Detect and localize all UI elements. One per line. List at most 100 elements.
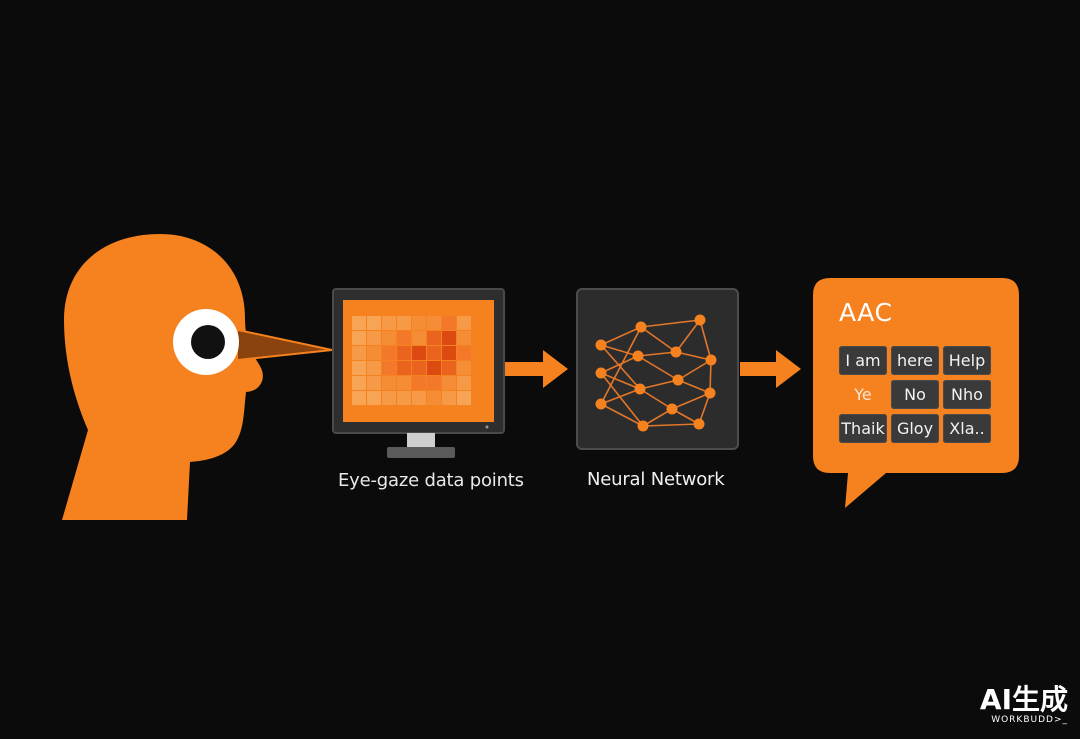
heatmap-cell — [367, 316, 381, 330]
aac-key: No — [891, 380, 939, 409]
heatmap-cell — [412, 316, 426, 330]
network-node — [705, 354, 717, 366]
network-edge — [600, 355, 639, 374]
heatmap-cell — [352, 361, 366, 375]
network-edge — [600, 326, 642, 346]
heatmap-cell — [367, 361, 381, 375]
heatmap-cell — [457, 376, 471, 390]
head-silhouette — [62, 234, 263, 520]
heatmap-cell — [397, 316, 411, 330]
network-edge — [639, 388, 673, 410]
network-edge — [677, 379, 711, 394]
heatmap-cell — [352, 346, 366, 360]
aac-key: Xla.. — [943, 414, 991, 443]
neural-network-label: Neural Network — [587, 469, 725, 490]
network-node — [637, 420, 649, 432]
aac-title: AAC — [839, 298, 893, 327]
heatmap-cell — [352, 331, 366, 345]
aac-key: Thaik — [839, 414, 887, 443]
network-edge — [675, 319, 701, 353]
network-edge — [675, 351, 712, 361]
network-edge — [699, 319, 712, 361]
network-edge — [600, 403, 644, 427]
network-edge — [677, 359, 712, 381]
heatmap-cell — [457, 346, 471, 360]
heatmap-cell — [457, 391, 471, 405]
heatmap-cell — [412, 331, 426, 345]
aac-key: Ye — [854, 385, 872, 404]
network-edge — [642, 423, 700, 427]
aac-key: I am — [839, 346, 887, 375]
network-node — [635, 321, 647, 333]
heatmap-cell — [397, 346, 411, 360]
network-edge — [600, 372, 644, 427]
heatmap-cell — [382, 346, 396, 360]
heatmap-cell — [382, 391, 396, 405]
heatmap-cell — [427, 391, 441, 405]
network-edge — [639, 379, 679, 390]
heatmap-cell — [367, 346, 381, 360]
watermark-sub: WORKBUDD>_ — [991, 715, 1068, 725]
aac-key: Nho — [943, 380, 991, 409]
heatmap-cell — [397, 361, 411, 375]
heatmap-cell — [397, 331, 411, 345]
watermark-main: AI生成 — [979, 683, 1068, 716]
monitor-icon — [332, 288, 505, 458]
network-node — [595, 398, 607, 410]
heatmap-cell — [427, 316, 441, 330]
network-node — [595, 367, 607, 379]
heatmap-cell — [397, 376, 411, 390]
heatmap-cell — [352, 376, 366, 390]
heatmap-cell — [442, 391, 456, 405]
neural-network-panel — [576, 288, 739, 450]
network-edge — [640, 326, 677, 353]
heatmap-cell — [442, 376, 456, 390]
network-node — [632, 350, 644, 362]
network-edge — [637, 351, 677, 357]
network-edge — [642, 408, 673, 427]
network-node — [693, 418, 705, 430]
gaze-heatmap — [352, 316, 471, 405]
aac-key: Help — [943, 346, 991, 375]
heatmap-cell — [442, 316, 456, 330]
network-node — [595, 339, 607, 351]
heatmap-cell — [367, 331, 381, 345]
network-node — [704, 387, 716, 399]
heatmap-cell — [382, 361, 396, 375]
heatmap-cell — [442, 346, 456, 360]
heatmap-cell — [382, 316, 396, 330]
heatmap-cell — [397, 391, 411, 405]
arrow-right-icon — [740, 350, 801, 388]
heatmap-cell — [457, 331, 471, 345]
heatmap-cell — [427, 361, 441, 375]
heatmap-cell — [382, 376, 396, 390]
eye-gaze-label: Eye-gaze data points — [338, 470, 524, 491]
network-edge — [640, 319, 701, 328]
arrow-right-icon — [505, 350, 568, 388]
heatmap-cell — [352, 316, 366, 330]
network-edge — [600, 372, 641, 390]
network-edge — [637, 355, 679, 381]
heatmap-cell — [382, 331, 396, 345]
heatmap-cell — [352, 391, 366, 405]
network-edge — [600, 344, 639, 357]
heatmap-cell — [457, 361, 471, 375]
aac-key: here — [891, 346, 939, 375]
heatmap-cell — [427, 376, 441, 390]
heatmap-cell — [412, 376, 426, 390]
network-node — [670, 346, 682, 358]
heatmap-cell — [367, 376, 381, 390]
network-node — [634, 383, 646, 395]
network-edge — [709, 359, 712, 394]
network-edge — [600, 388, 641, 405]
network-node — [666, 403, 678, 415]
network-node — [672, 374, 684, 386]
network-edge — [671, 392, 711, 410]
neural-network-icon — [595, 314, 717, 432]
heatmap-cell — [412, 361, 426, 375]
heatmap-cell — [367, 391, 381, 405]
heatmap-cell — [457, 316, 471, 330]
heatmap-cell — [412, 391, 426, 405]
